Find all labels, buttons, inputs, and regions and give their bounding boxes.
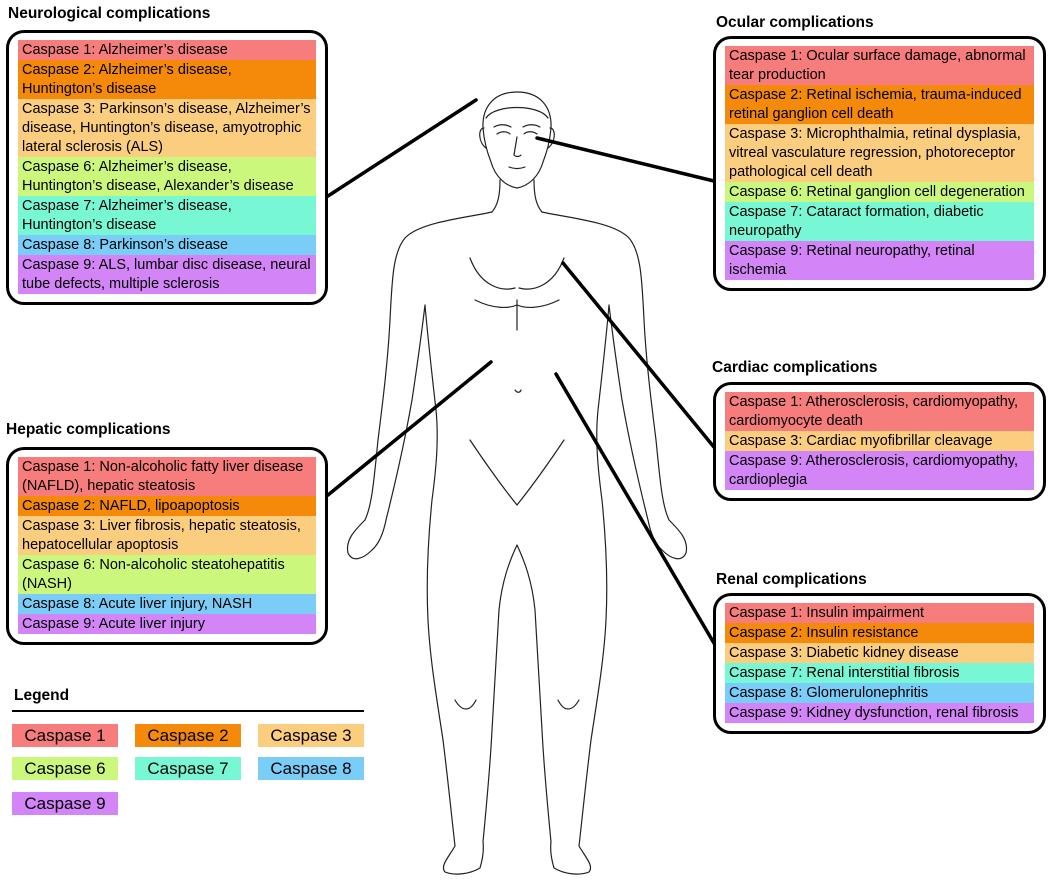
renal-caspase7: Caspase 7: Renal interstitial fibrosis xyxy=(725,663,1034,683)
neuro-caspase9: Caspase 9: ALS, lumbar disc disease, neu… xyxy=(18,255,316,294)
hepatic-panel: Caspase 1: Non-alcoholic fatty liver dis… xyxy=(6,447,328,645)
legend-caspase2: Caspase 2 xyxy=(135,724,241,747)
renal-caspase3: Caspase 3: Diabetic kidney disease xyxy=(725,643,1034,663)
renal-caspase1: Caspase 1: Insulin impairment xyxy=(725,603,1034,623)
neuro-caspase2: Caspase 2: Alzheimer’s disease, Huntingt… xyxy=(18,60,316,99)
connector-cardiac xyxy=(561,261,720,454)
right-eye xyxy=(523,131,538,135)
legend-caspase6: Caspase 6 xyxy=(12,757,118,780)
cardiac-caspase1: Caspase 1: Atherosclerosis, cardiomyopat… xyxy=(725,392,1034,431)
legend-caspase1: Caspase 1 xyxy=(12,724,118,747)
neuro-panel: Caspase 1: Alzheimer’s disease Caspase 2… xyxy=(6,30,328,305)
hepatic-title: Hepatic complications xyxy=(6,421,171,438)
hepatic-caspase2: Caspase 2: NAFLD, lipoapoptosis xyxy=(18,496,316,516)
cardiac-caspase9: Caspase 9: Atherosclerosis, cardiomyopat… xyxy=(725,451,1034,490)
neuro-caspase7: Caspase 7: Alzheimer’s disease, Huntingt… xyxy=(18,196,316,235)
ocular-caspase6: Caspase 6: Retinal ganglion cell degener… xyxy=(725,182,1034,202)
legend-caspase3: Caspase 3 xyxy=(258,724,364,747)
neuro-caspase1: Caspase 1: Alzheimer’s disease xyxy=(18,40,316,60)
renal-title: Renal complications xyxy=(716,571,867,588)
neuro-caspase3: Caspase 3: Parkinson’s disease, Alzheime… xyxy=(18,99,316,157)
hepatic-caspase8: Caspase 8: Acute liver injury, NASH xyxy=(18,594,316,614)
nose xyxy=(513,136,522,158)
mouth xyxy=(508,166,526,170)
renal-caspase8: Caspase 8: Glomerulonephritis xyxy=(725,683,1034,703)
left-ear xyxy=(479,127,487,149)
ocular-caspase1: Caspase 1: Ocular surface damage, abnorm… xyxy=(725,46,1034,85)
connector-ocular xyxy=(535,136,720,184)
ocular-panel: Caspase 1: Ocular surface damage, abnorm… xyxy=(713,36,1046,291)
left-eye xyxy=(496,131,511,135)
hepatic-caspase6: Caspase 6: Non-alcoholic steatohepatitis… xyxy=(18,555,316,594)
ocular-caspase9: Caspase 9: Retinal neuropathy, retinal i… xyxy=(725,241,1034,280)
ocular-title: Ocular complications xyxy=(716,14,874,31)
cardiac-caspase3: Caspase 3: Cardiac myofibrillar cleavage xyxy=(725,431,1034,451)
right-ear xyxy=(547,127,555,149)
renal-caspase9: Caspase 9: Kidney dysfunction, renal fib… xyxy=(725,703,1034,723)
neuro-caspase6: Caspase 6: Alzheimer’s disease, Huntingt… xyxy=(18,157,316,196)
renal-caspase2: Caspase 2: Insulin resistance xyxy=(725,623,1034,643)
legend-caspase7: Caspase 7 xyxy=(135,757,241,780)
legend-caspase9: Caspase 9 xyxy=(12,792,118,815)
hepatic-caspase1: Caspase 1: Non-alcoholic fatty liver dis… xyxy=(18,457,316,496)
ocular-caspase7: Caspase 7: Cataract formation, diabetic … xyxy=(725,202,1034,241)
ocular-caspase2: Caspase 2: Retinal ischemia, trauma-indu… xyxy=(725,85,1034,124)
neuro-caspase8: Caspase 8: Parkinson’s disease xyxy=(18,235,316,255)
connector-hepatic xyxy=(326,360,493,497)
legend-divider xyxy=(12,710,364,712)
connector-neuro xyxy=(326,98,478,198)
ocular-caspase3: Caspase 3: Microphthalmia, retinal dyspl… xyxy=(725,124,1034,182)
cardiac-panel: Caspase 1: Atherosclerosis, cardiomyopat… xyxy=(713,382,1046,501)
cardiac-title: Cardiac complications xyxy=(712,359,878,376)
hepatic-caspase3: Caspase 3: Liver fibrosis, hepatic steat… xyxy=(18,516,316,555)
renal-panel: Caspase 1: Insulin impairment Caspase 2:… xyxy=(713,593,1046,734)
hepatic-caspase9: Caspase 9: Acute liver injury xyxy=(18,614,316,634)
neuro-title: Neurological complications xyxy=(8,5,211,22)
navel xyxy=(514,389,522,393)
torso-outline xyxy=(346,211,688,875)
legend-caspase8: Caspase 8 xyxy=(258,757,364,780)
connector-renal xyxy=(554,372,720,652)
legend-title: Legend xyxy=(14,687,70,704)
